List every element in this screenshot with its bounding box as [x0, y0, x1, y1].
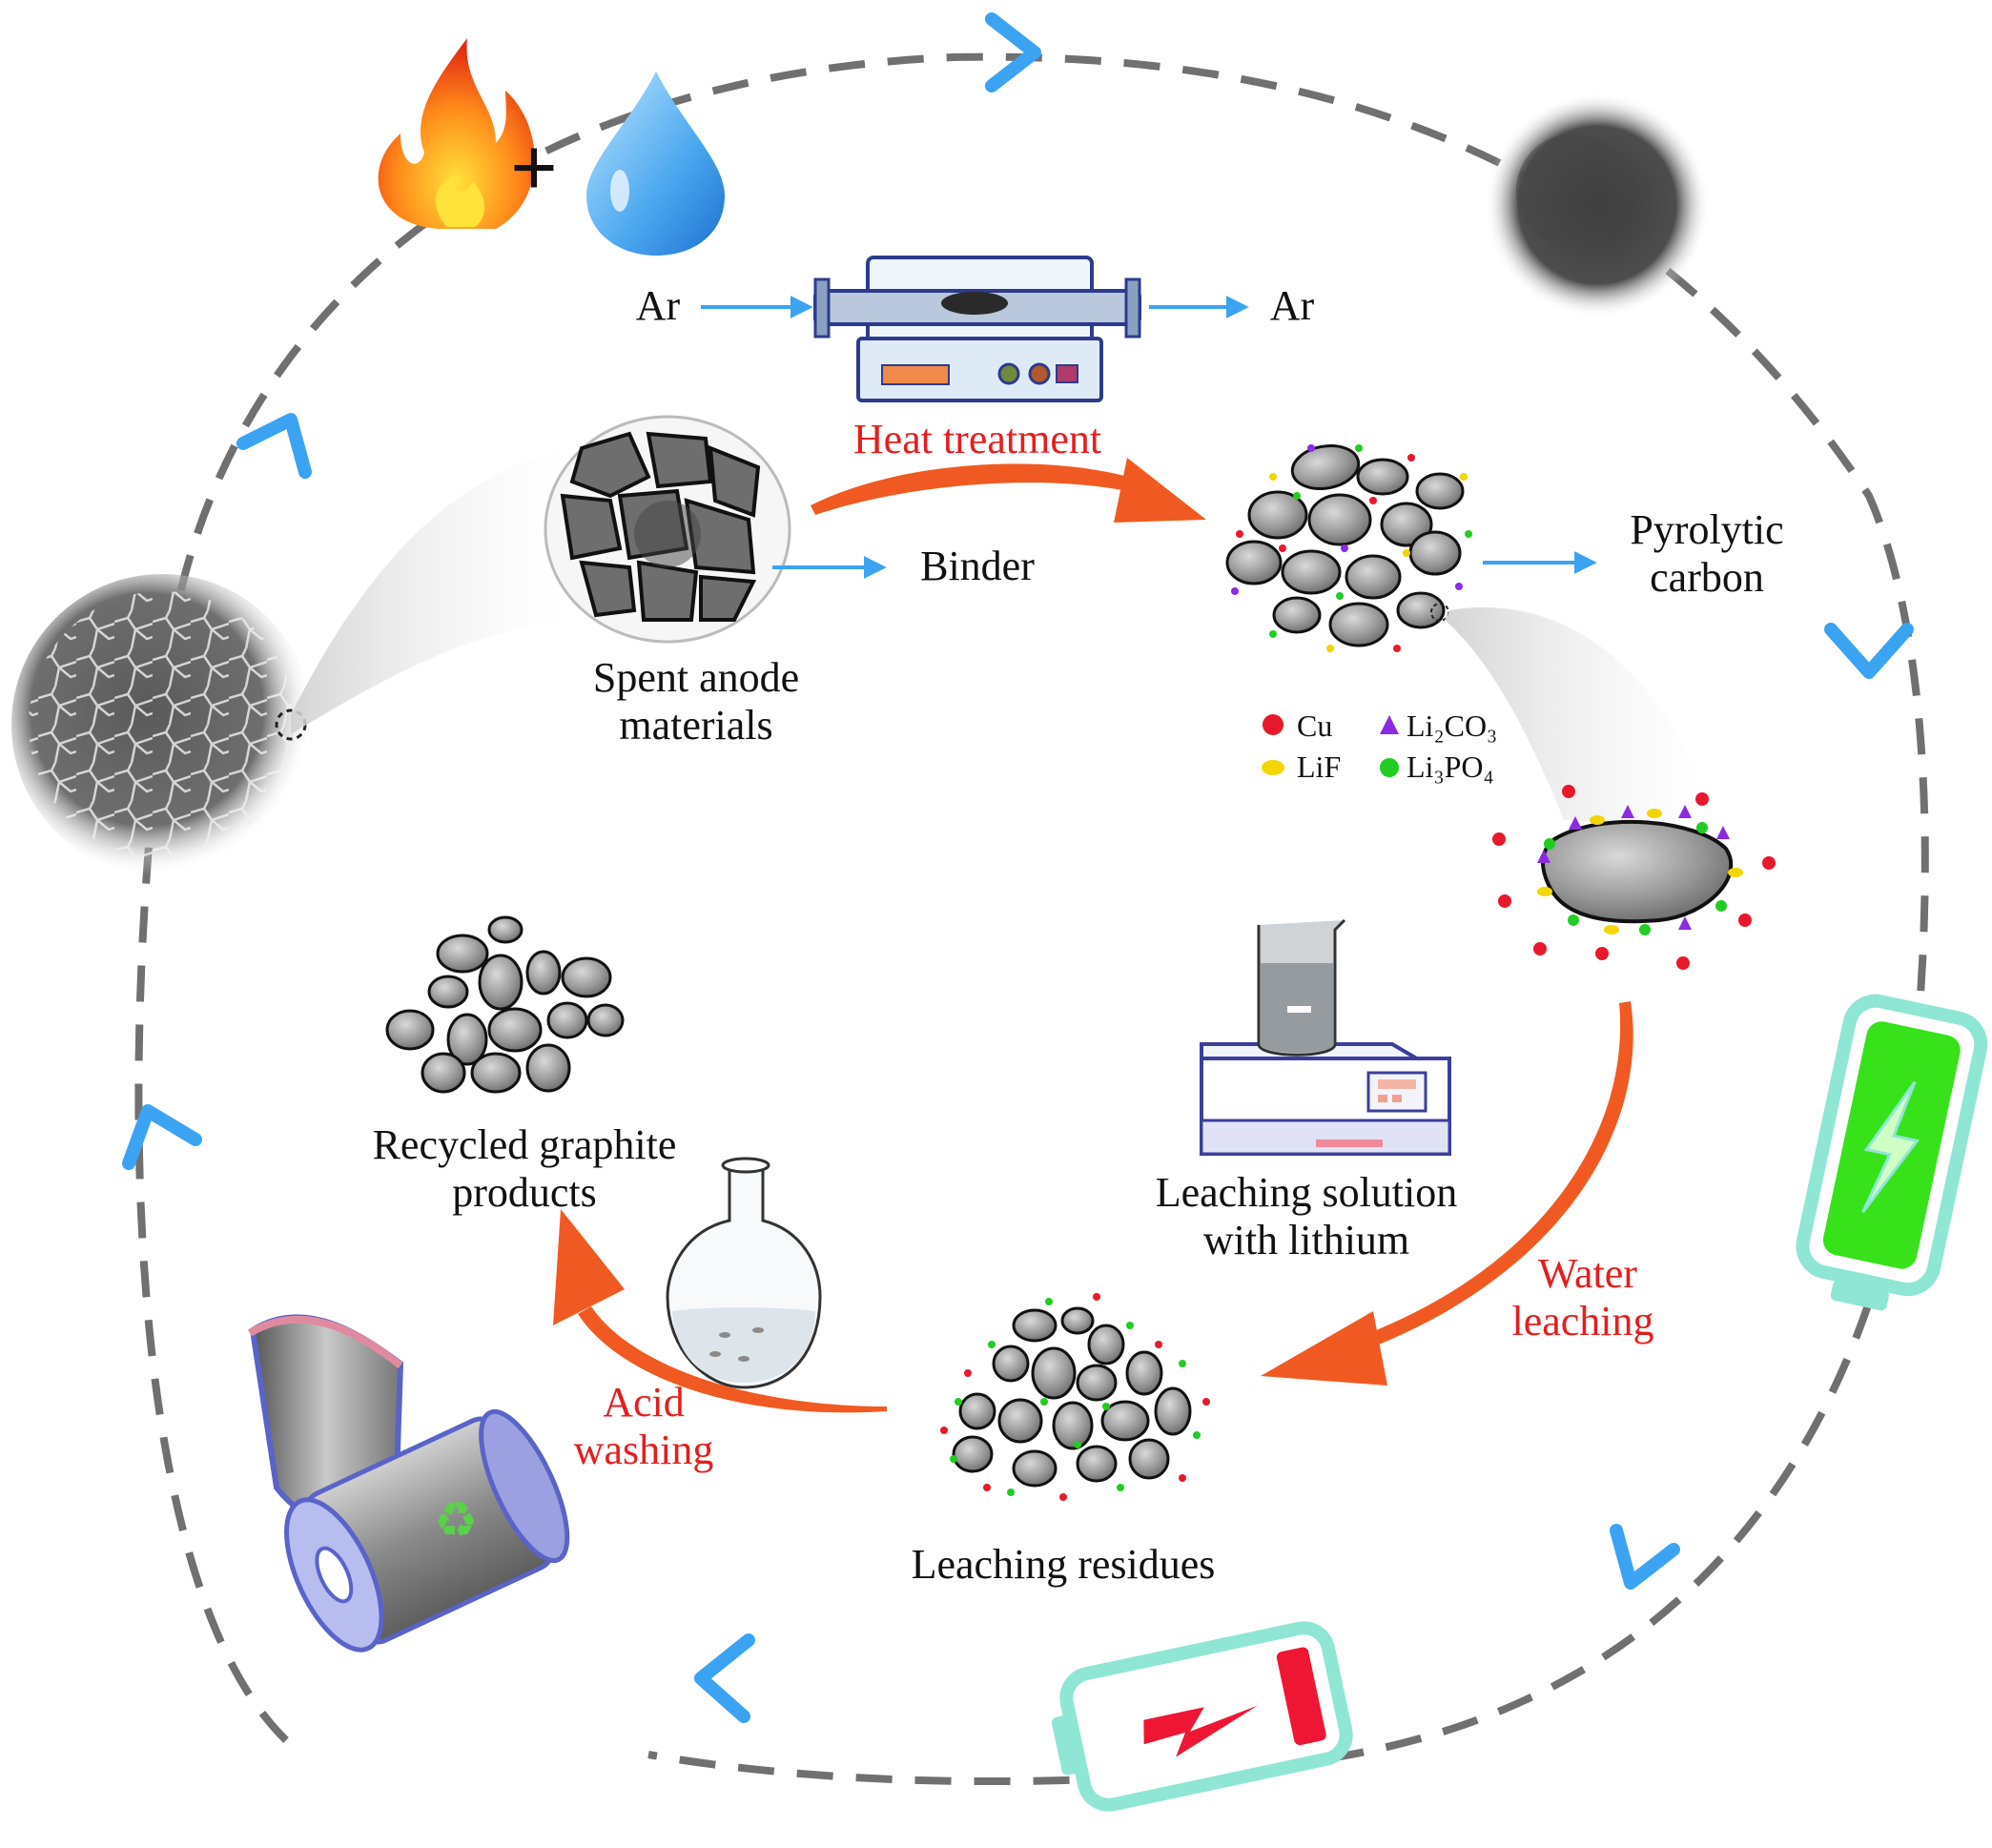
acid-washing-label-line2: washing [574, 1427, 714, 1473]
round-bottom-flask-icon [666, 1157, 822, 1389]
cycle-dashed-path [134, 52, 1929, 1786]
heat-treatment-label: Heat treatment [853, 416, 1101, 462]
recycled-graphite-particles-icon [385, 915, 625, 1094]
zoom-beam-left [291, 448, 572, 734]
cycle-chevron-bottom [694, 1633, 755, 1723]
water-leaching-label-line2: leaching [1511, 1298, 1653, 1345]
leaching-residues-icon [940, 1293, 1210, 1501]
cycle-chevron-right-lower [1610, 1524, 1680, 1590]
recycle-symbol-icon: ♻ [434, 1494, 479, 1549]
cu-dot-icon [1263, 714, 1284, 735]
coated-graphite-particle-icon [1492, 785, 1776, 970]
spent-anode-cluster-icon [544, 415, 791, 644]
binder-label: Binder [920, 543, 1035, 589]
cycle-chevron-left-upper [236, 413, 312, 479]
pyrolytic-carbon-label-line1: Pyrolytic [1630, 506, 1783, 553]
water-drop-icon [586, 72, 725, 256]
legend-item-lif: LiF [1262, 749, 1341, 784]
acid-washing-arrow [553, 1209, 887, 1413]
recycle-bin-icon: ♻ [247, 1314, 570, 1653]
lif-dot-icon [1262, 760, 1284, 775]
recycled-graphite-label-line1: Recycled graphite [373, 1121, 677, 1168]
legend-label-cu: Cu [1297, 708, 1332, 743]
li3po4-dot-icon [1380, 758, 1399, 777]
legend-item-li3po4: Li₃PO₄ [1380, 749, 1494, 784]
plus-sign: + [510, 122, 558, 215]
pyrolytic-carbon-label-line2: carbon [1650, 554, 1764, 601]
pyrolytic-carbon-powder-icon [1485, 92, 1710, 318]
zoom-beam-right [1445, 606, 1716, 830]
cycle-chevron-top [985, 12, 1041, 92]
full-battery-icon [1796, 994, 1988, 1311]
ar-inlet-label: Ar [636, 282, 681, 329]
acid-washing-label-line1: Acid [603, 1379, 685, 1426]
li2co3-dot-icon [1380, 715, 1399, 734]
water-leaching-label-line1: Water [1538, 1250, 1637, 1297]
tube-furnace-icon [813, 256, 1141, 402]
impurity-dots [1231, 444, 1472, 652]
recycled-graphite-label-line2: products [452, 1169, 597, 1216]
legend-label-li3po4: Li₃PO₄ [1407, 749, 1494, 784]
leaching-solution-label-line2: with lithium [1203, 1217, 1409, 1263]
leaching-solution-label-line1: Leaching solution [1156, 1169, 1458, 1216]
low-battery-icon [1051, 1621, 1353, 1812]
legend-item-cu: Cu [1263, 708, 1332, 743]
legend-label-li2co3: Li₂CO₃ [1407, 708, 1497, 743]
heat-treated-particles-icon [1225, 443, 1472, 652]
cycle-chevron-right-upper [1824, 623, 1914, 679]
leaching-residues-label: Leaching residues [912, 1541, 1216, 1588]
spent-anode-sphere-icon [11, 574, 313, 875]
fire-icon [378, 38, 535, 229]
legend-label-lif: LiF [1297, 749, 1341, 784]
heat-treatment-arrow [811, 458, 1206, 523]
beaker-stirrer-icon [1200, 918, 1451, 1156]
spent-anode-label-line2: materials [619, 702, 772, 749]
ar-outlet-label: Ar [1270, 282, 1315, 329]
outer-cycle [122, 12, 1929, 1786]
legend: Cu Li₂CO₃ LiF Li₃PO₄ [1262, 708, 1497, 784]
legend-item-li2co3: Li₂CO₃ [1380, 708, 1497, 743]
spent-anode-label-line1: Spent anode [593, 654, 799, 701]
water-leaching-arrow [1261, 1001, 1633, 1386]
cycle-chevron-left-lower [122, 1104, 202, 1170]
